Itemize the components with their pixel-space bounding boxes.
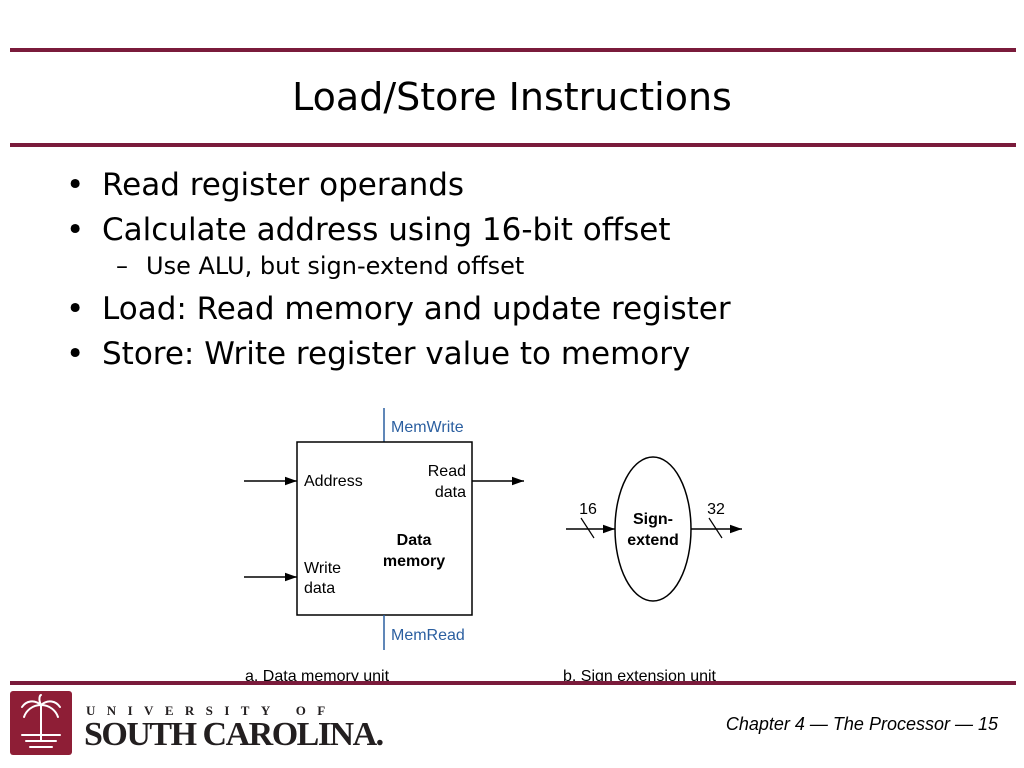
output-width-tick [708, 517, 723, 539]
write-data-label: data [304, 580, 335, 597]
data-label: Data [397, 532, 432, 549]
footer-chapter: Chapter 4 — The Processor — 15 [725, 714, 998, 734]
bullet-list: Read register operands Calculate address… [60, 163, 731, 377]
extend-label: extend [627, 532, 679, 549]
slide-title: Load/Store Instructions [292, 75, 732, 119]
sub-bullet-item: Use ALU, but sign-extend offset [60, 249, 731, 283]
caption-sign-extension: b. Sign extension unit [563, 668, 717, 685]
sign-extend-ellipse [614, 456, 692, 602]
top-rule [10, 48, 1016, 52]
palmetto-logo-icon [10, 691, 72, 755]
footer-rule [10, 681, 1016, 685]
output-width-label: 32 [707, 501, 725, 518]
memwrite-label: MemWrite [391, 419, 464, 436]
input-width-tick [580, 517, 595, 539]
bullet-item: Calculate address using 16-bit offset [60, 208, 731, 253]
input-width-label: 16 [579, 501, 597, 518]
bullet-item: Store: Write register value to memory [60, 332, 731, 377]
logo-university-text: UNIVERSITY OF [86, 703, 337, 718]
caption-data-memory: a. Data memory unit [245, 668, 390, 685]
bullet-item: Load: Read memory and update register [60, 287, 731, 332]
data-memory-box [296, 441, 473, 616]
bullet-item: Read register operands [60, 163, 731, 208]
title-rule [10, 143, 1016, 147]
write-label: Write [304, 560, 341, 577]
read-data-label: data [435, 484, 466, 501]
read-label: Read [428, 463, 466, 480]
logo-south-carolina-text: SOUTH CAROLINA. [84, 716, 384, 753]
sign-label: Sign- [633, 511, 673, 528]
memread-label: MemRead [391, 627, 465, 644]
address-label: Address [304, 473, 363, 490]
memory-label: memory [383, 553, 445, 570]
